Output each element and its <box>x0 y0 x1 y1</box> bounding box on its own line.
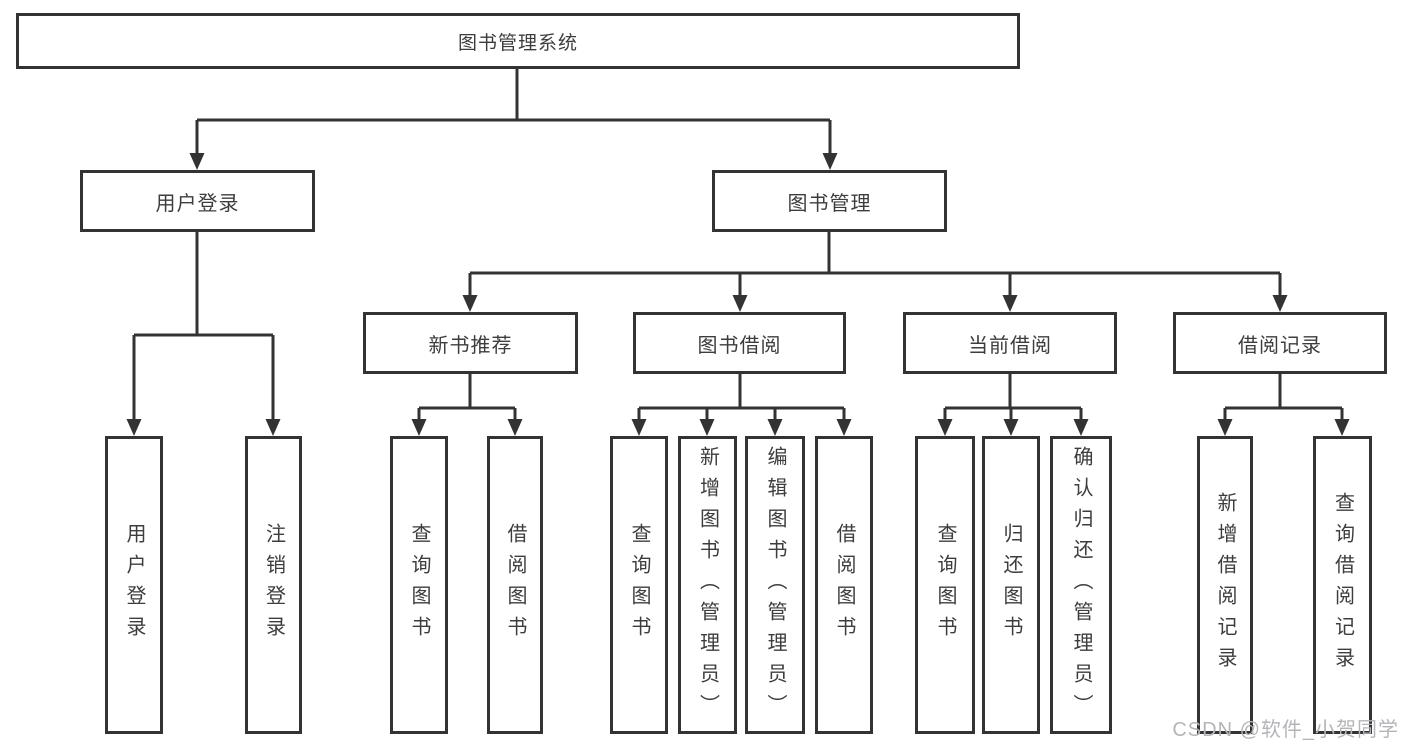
node-new-book-recommendation-label: 新书推荐 <box>428 334 513 357</box>
leaf-add-book-admin: 新增图书（管理员） <box>678 436 737 734</box>
node-book-management-label: 图书管理 <box>787 192 872 215</box>
node-book-borrowing: 图书借阅 <box>633 312 846 374</box>
leaf-query-books-1: 查询图书 <box>390 436 448 734</box>
watermark: CSDN @软件_小贺同学 <box>1172 719 1399 741</box>
leaf-borrow-books-1: 借阅图书 <box>487 436 543 734</box>
node-root: 图书管理系统 <box>16 13 1020 69</box>
node-user-login-label: 用户登录 <box>155 192 240 215</box>
leaf-logout: 注销登录 <box>245 436 302 734</box>
node-borrowing-records: 借阅记录 <box>1173 312 1387 374</box>
leaf-query-books-2: 查询图书 <box>610 436 668 734</box>
leaf-query-borrow-record: 查询借阅记录 <box>1313 436 1372 734</box>
leaf-edit-book-admin: 编辑图书（管理员） <box>745 436 805 734</box>
leaf-return-book: 归还图书 <box>982 436 1040 734</box>
node-user-login: 用户登录 <box>80 170 315 232</box>
node-book-management: 图书管理 <box>712 170 947 232</box>
node-current-borrowing: 当前借阅 <box>903 312 1117 374</box>
leaf-query-books-3: 查询图书 <box>915 436 975 734</box>
leaf-confirm-return-admin: 确认归还（管理员） <box>1050 436 1112 734</box>
node-root-label: 图书管理系统 <box>457 32 578 54</box>
leaf-user-login: 用户登录 <box>105 436 163 734</box>
leaf-borrow-books-2: 借阅图书 <box>815 436 873 734</box>
node-borrowing-records-label: 借阅记录 <box>1238 334 1322 357</box>
node-current-borrowing-label: 当前借阅 <box>968 334 1052 357</box>
leaf-add-borrow-record: 新增借阅记录 <box>1197 436 1253 734</box>
node-new-book-recommendation: 新书推荐 <box>363 312 578 374</box>
node-book-borrowing-label: 图书借阅 <box>697 334 782 357</box>
